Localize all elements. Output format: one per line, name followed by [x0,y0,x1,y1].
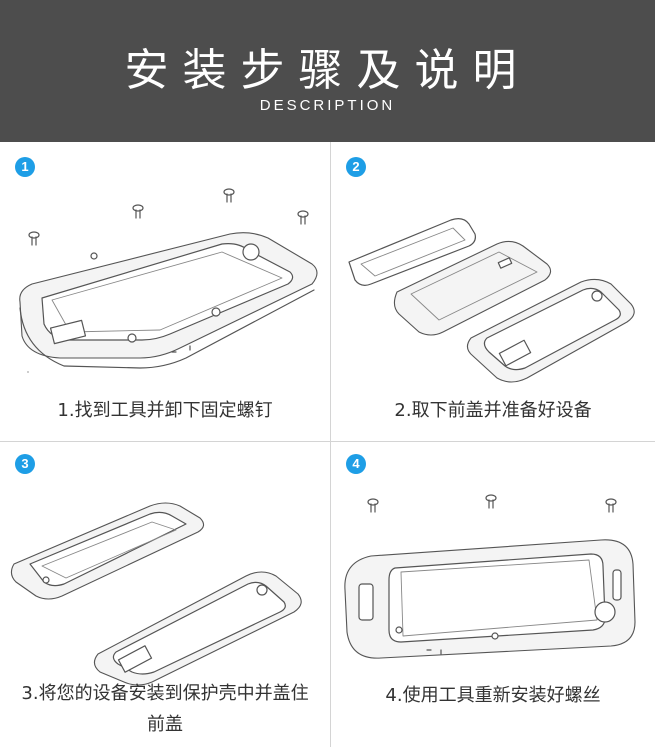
step-number-badge: 4 [346,454,366,474]
page-subtitle: DESCRIPTION [259,97,396,114]
step-number-badge: 1 [15,157,35,177]
header-banner: 安装步骤及说明 DESCRIPTION [0,0,655,142]
step-panel-3: 3 3.将您的设备安装到保护壳中并盖住前盖 [0,442,330,747]
assembled-case-screws-icon [344,494,636,659]
phone-case-parts-icon [348,218,635,383]
divider-vertical [330,142,331,747]
step-number-badge: 2 [346,157,366,177]
divider-horizontal [0,441,655,442]
step-caption: 3.将您的设备安装到保护壳中并盖住前盖 [21,683,309,735]
bumper-case-screws-removed-icon [19,188,318,373]
phone-in-case-with-cover-icon [10,502,302,686]
step-panel-1: 1 1.找到工具并卸下固定螺钉 [0,142,330,441]
step-panel-2: 2 2.取下前盖并准备好设备 [331,142,655,441]
page-title: 安装步骤及说明 [124,45,531,96]
step-caption: 4.使用工具重新安装好螺丝 [385,685,601,706]
step-panel-4: 4 4.使用工具重新安装好螺丝 [331,442,655,747]
step-caption: 2.取下前盖并准备好设备 [394,400,592,421]
step-number-badge: 3 [15,454,35,474]
step-caption: 1.找到工具并卸下固定螺钉 [57,400,273,421]
